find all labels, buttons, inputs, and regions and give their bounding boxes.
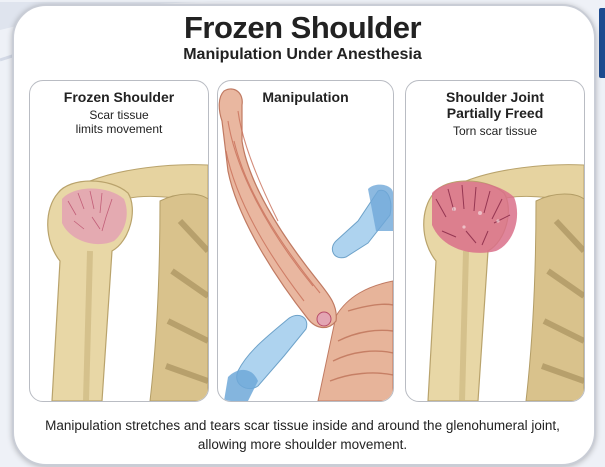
panel-shoulder-joint-freed: Shoulder Joint Partially Freed Torn scar…: [405, 80, 585, 402]
caption: Manipulation stretches and tears scar ti…: [40, 416, 565, 454]
panel-description: Torn scar tissue: [406, 124, 584, 138]
panel-manipulation: Manipulation: [217, 80, 394, 402]
panel-heading: Shoulder Joint Partially Freed: [406, 89, 584, 121]
panel-heading: Frozen Shoulder: [30, 89, 208, 105]
panel-description: Scar tissue limits movement: [30, 108, 208, 136]
panel-frozen-shoulder: Frozen Shoulder Scar tissue limits movem…: [29, 80, 209, 402]
page-subtitle: Manipulation Under Anesthesia: [0, 46, 605, 64]
page-title: Frozen Shoulder: [0, 10, 605, 46]
manipulation-illustration: [218, 81, 393, 401]
panel-heading: Manipulation: [218, 89, 393, 105]
